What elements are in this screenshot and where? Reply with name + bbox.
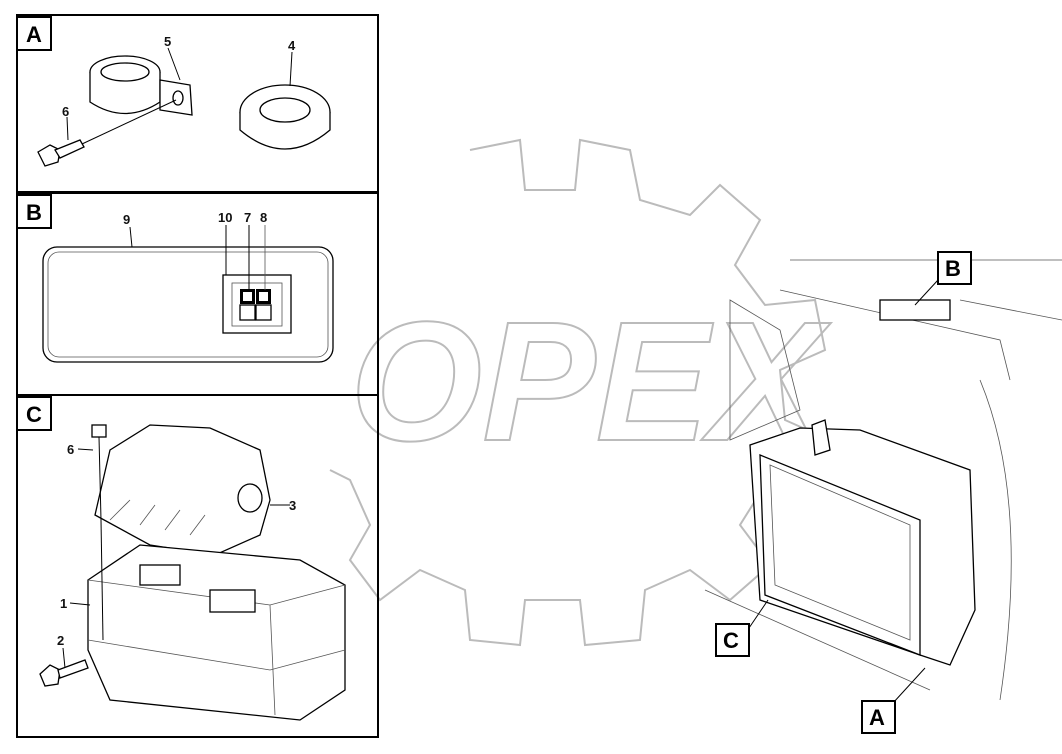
- callout-10: 10: [218, 210, 232, 225]
- callout-9: 9: [123, 212, 130, 227]
- cab-overview: B C A: [704, 251, 1062, 734]
- overview-callout-b: B: [914, 251, 972, 306]
- cover-part-3: [94, 424, 271, 556]
- callout-1: 1: [60, 596, 67, 611]
- panel-label-c: C: [26, 402, 42, 427]
- bolt-part-6: [37, 99, 177, 167]
- panel-b: B 9 10 7 8: [16, 192, 379, 396]
- bolt-part-6c: [91, 424, 107, 641]
- svg-text:C: C: [723, 628, 739, 653]
- opex-watermark: OPEX: [329, 138, 832, 647]
- heater-unit: [749, 419, 976, 666]
- overview-callout-c: C: [715, 599, 769, 657]
- callout-7: 7: [244, 210, 251, 225]
- panel-label-a: A: [26, 22, 42, 47]
- overview-callout-a: A: [861, 667, 926, 734]
- panel-c: C 6 3 1 2: [16, 394, 379, 738]
- box-part-1: [87, 544, 346, 721]
- clamp-part-5: [89, 55, 193, 116]
- svg-text:A: A: [869, 705, 885, 730]
- callout-8: 8: [260, 210, 267, 225]
- callout-6: 6: [62, 104, 69, 119]
- callout-6c: 6: [67, 442, 74, 457]
- panel-label-b: B: [26, 200, 42, 225]
- panel-a: A 5 4 6: [16, 14, 379, 193]
- svg-text:B: B: [945, 256, 961, 281]
- callout-5: 5: [164, 34, 171, 49]
- grommet-part-4: [239, 84, 331, 150]
- callout-3: 3: [289, 498, 296, 513]
- bolt-part-2: [39, 659, 89, 687]
- callout-4: 4: [288, 38, 296, 53]
- callout-2: 2: [57, 633, 64, 648]
